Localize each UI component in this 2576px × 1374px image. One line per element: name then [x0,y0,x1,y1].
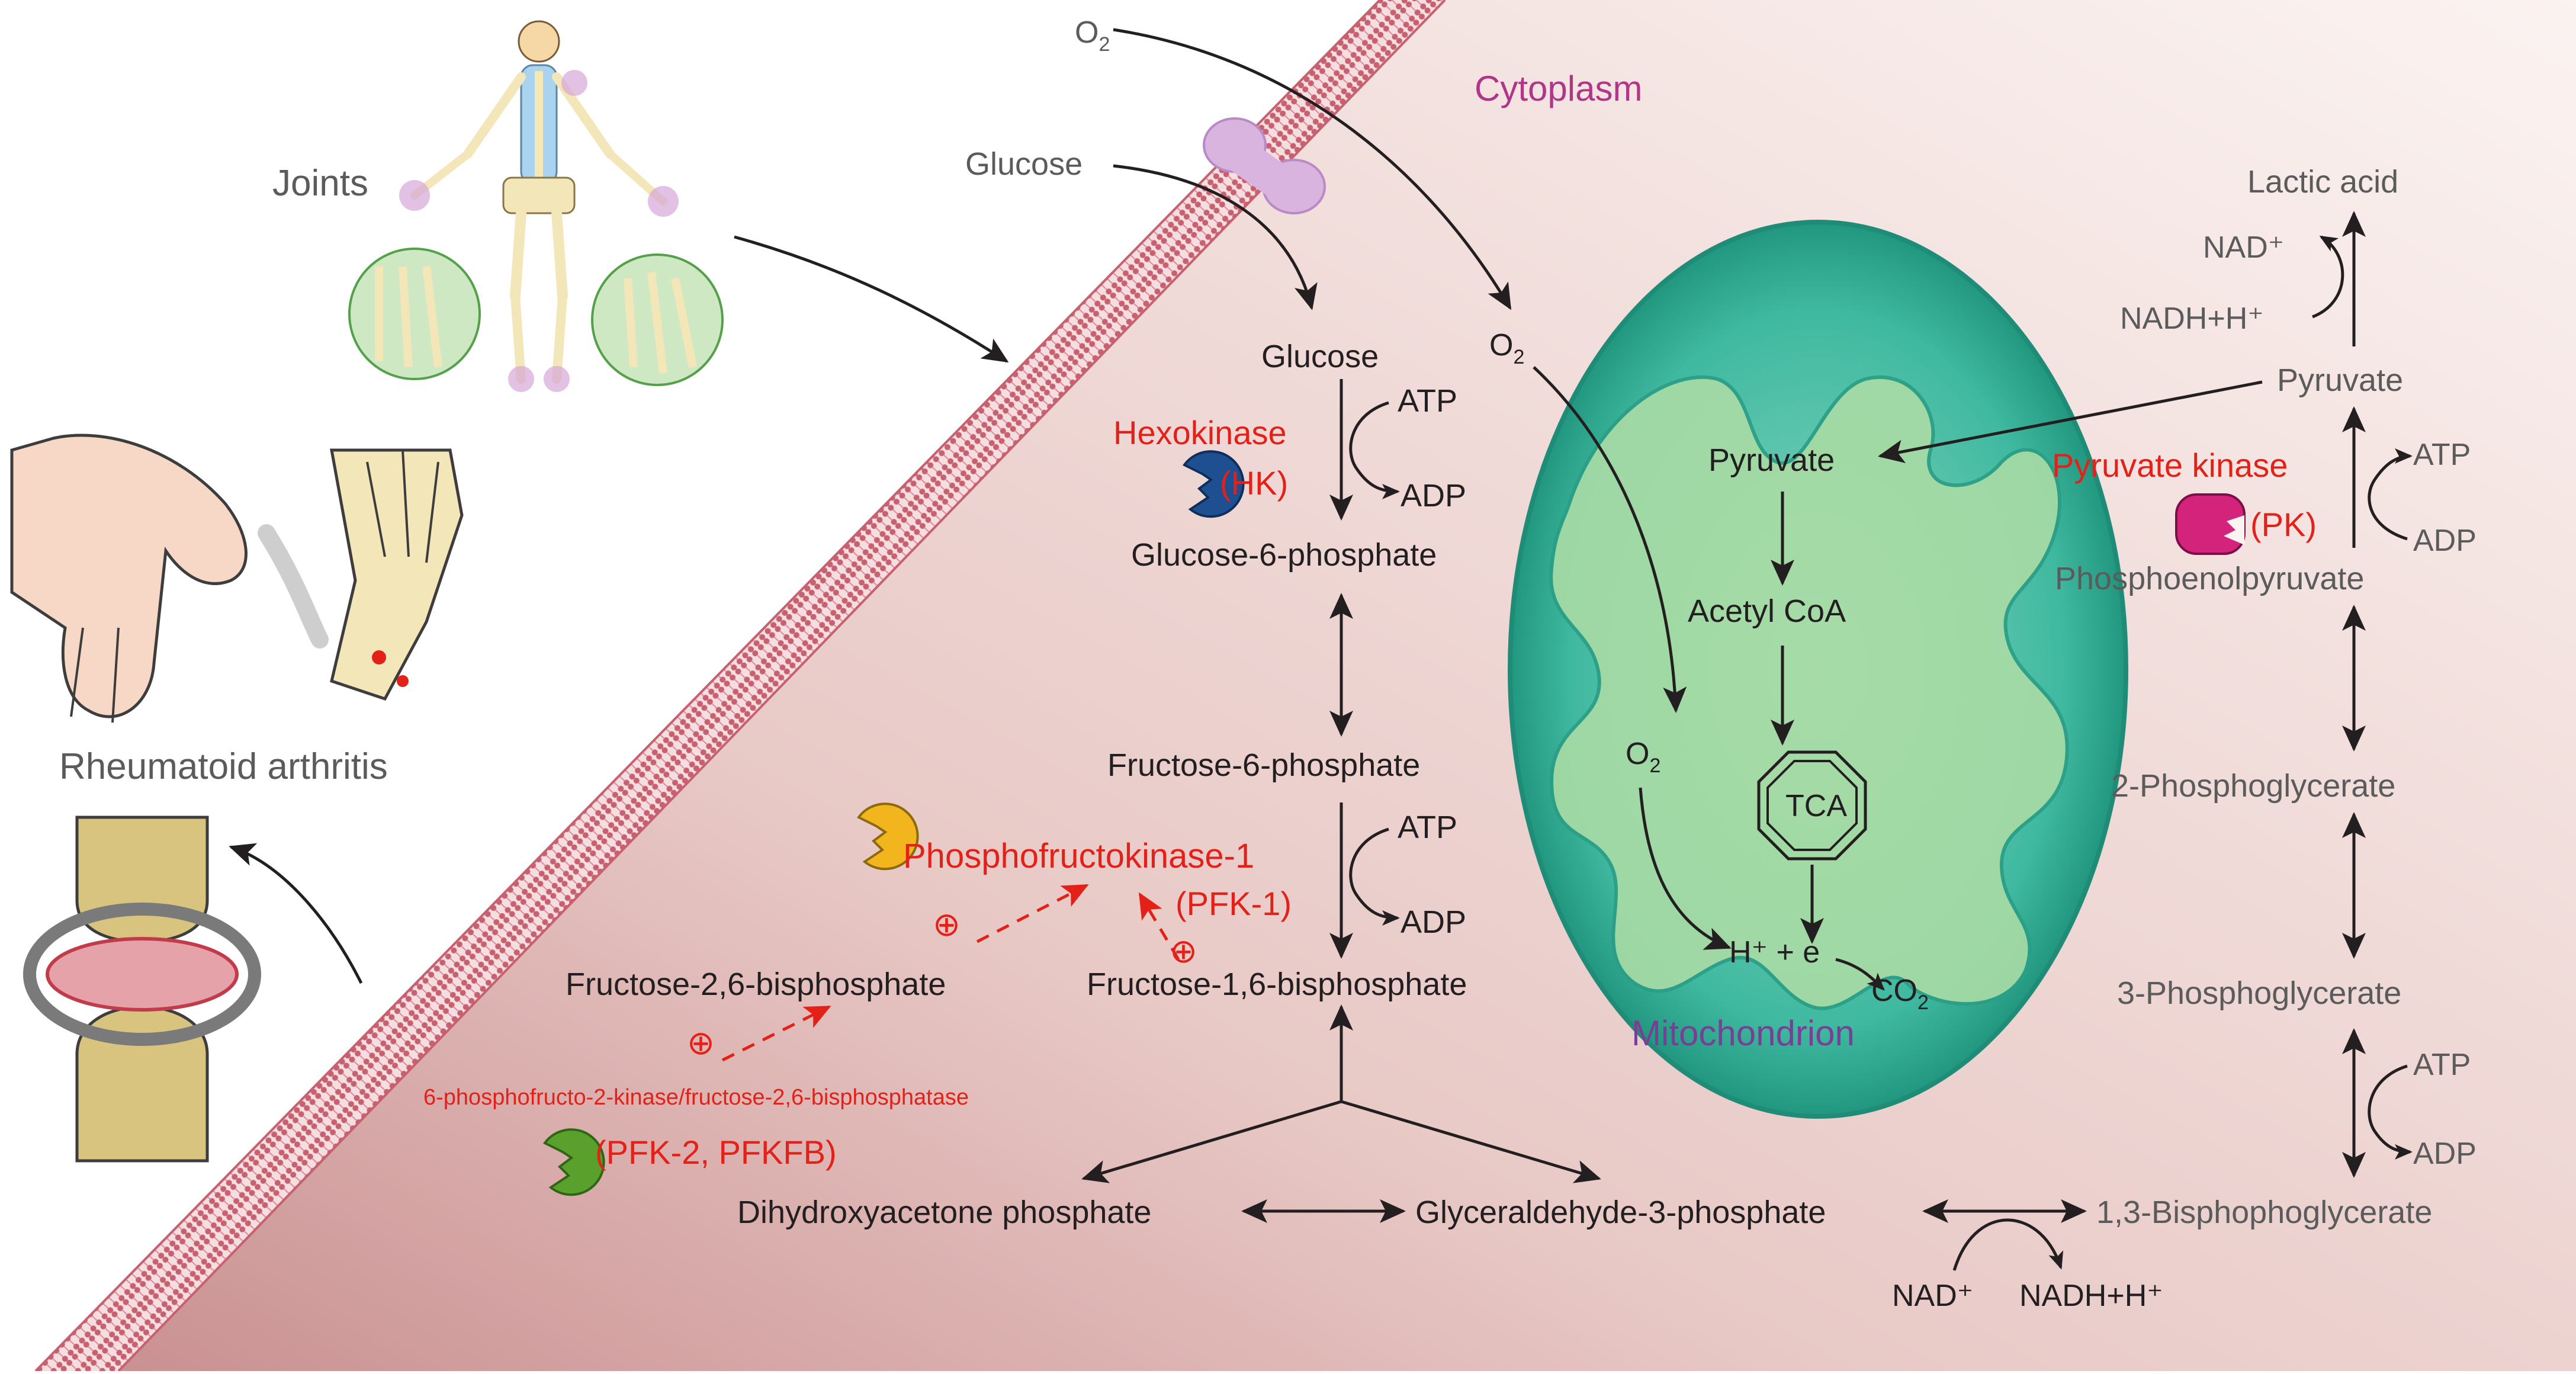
phosphoglycerate-2-label: 2-Phosphoglycerate [2111,768,2395,804]
nad-pk-label: NAD⁺ [2203,230,2284,265]
atp-hk-label: ATP [1398,383,1457,419]
adp-pk-label: ADP [2413,524,2477,558]
fructose-2-6-bisphosphate-label: Fructose-2,6-bisphosphate [566,967,946,1002]
nadh-g3p-label: NADH+H⁺ [2019,1279,2163,1313]
tca-cycle-icon [1757,750,1867,861]
cell-membrane [36,0,1445,1371]
mitochondrion-label: Mitochondrion [1631,1013,1855,1053]
pfk2-abbr-label: (PFK-2, PFKFB) [595,1134,837,1171]
pyruvate-kinase-label: Pyruvate kinase [2052,447,2288,484]
lactic-acid-label: Lactic acid [2247,164,2398,200]
adp-pfk1-label: ADP [1401,904,1466,940]
pfk1-abbr-label: (PFK-1) [1175,885,1292,922]
fructose-6-phosphate-label: Fructose-6-phosphate [1107,747,1420,783]
pyruvate-kinase-enzyme-icon [2175,493,2246,555]
phosphoenolpyruvate-label: Phosphoenolpyruvate [2055,561,2364,596]
hexokinase-label: Hexokinase [1113,414,1287,451]
nad-g3p-label: NAD⁺ [1892,1279,1973,1313]
pyruvate-label: Pyruvate [2277,362,2403,398]
atp-pk-label: ATP [2413,438,2471,472]
rheumatoid-hand-illustration [10,434,464,723]
glyceraldehyde-3-phosphate-label: Glyceraldehyde-3-phosphate [1415,1195,1826,1230]
glucose-6-phosphate-label: Glucose-6-phosphate [1131,537,1437,573]
o2-cytoplasm-label: O2 [1489,328,1524,368]
pfk1-enzyme-icon [856,802,919,871]
human-skeleton-illustration [348,20,724,392]
glucose-label: Glucose [1261,339,1379,374]
fructose-1-6-bisphosphate-label: Fructose-1,6-bisphosphate [1087,967,1467,1002]
tca-label: TCA [1785,789,1847,823]
pfk1-label: Phosphofructokinase-1 [903,837,1254,875]
pfk2-full-name-label: 6-phosphofructo-2-kinase/fructose-2,6-bi… [423,1085,969,1110]
pk-abbr-label: (PK) [2250,506,2317,543]
joints-label: Joints [272,163,368,204]
atp-pfk1-label: ATP [1398,810,1457,845]
adp-hk-label: ADP [1401,478,1466,513]
cytoplasm-region [77,0,2576,1371]
adp-pgk-label: ADP [2413,1137,2477,1171]
dihydroxyacetone-phosphate-label: Dihydroxyacetone phosphate [737,1195,1151,1230]
rheumatoid-arthritis-label: Rheumatoid arthritis [59,746,388,787]
o2-outside-label: O2 [1075,15,1110,56]
activation-plus-1: ⊕ [933,906,961,943]
acetyl-coa-label: Acetyl CoA [1688,593,1846,629]
hexokinase-enzyme-icon [1182,450,1245,518]
mito-pyruvate-label: Pyruvate [1708,442,1835,478]
activation-plus-3: ⊕ [687,1024,715,1061]
bisphosphoglycerate-label: 1,3-Bisphophoglycerate [2096,1195,2432,1230]
activation-plus-2: ⊕ [1170,932,1197,969]
h-plus-e-label: H⁺ + e [1729,935,1820,969]
co2-label: CO2 [1871,974,1929,1014]
nadh-pk-label: NADH+H⁺ [2120,301,2264,336]
cytoplasm-label: Cytoplasm [1475,69,1642,108]
pfk2-enzyme-icon [542,1128,605,1196]
joint-illustration [23,816,261,1163]
mitochondrion [1508,220,2128,1119]
atp-pgk-label: ATP [2413,1048,2471,1082]
o2-mito-label: O2 [1626,737,1660,777]
glucose-transporter-icon [1203,117,1326,214]
phosphoglycerate-3-label: 3-Phosphoglycerate [2117,975,2401,1011]
glucose-outside-label: Glucose [965,146,1083,182]
hk-abbr-label: (HK) [1220,464,1288,502]
